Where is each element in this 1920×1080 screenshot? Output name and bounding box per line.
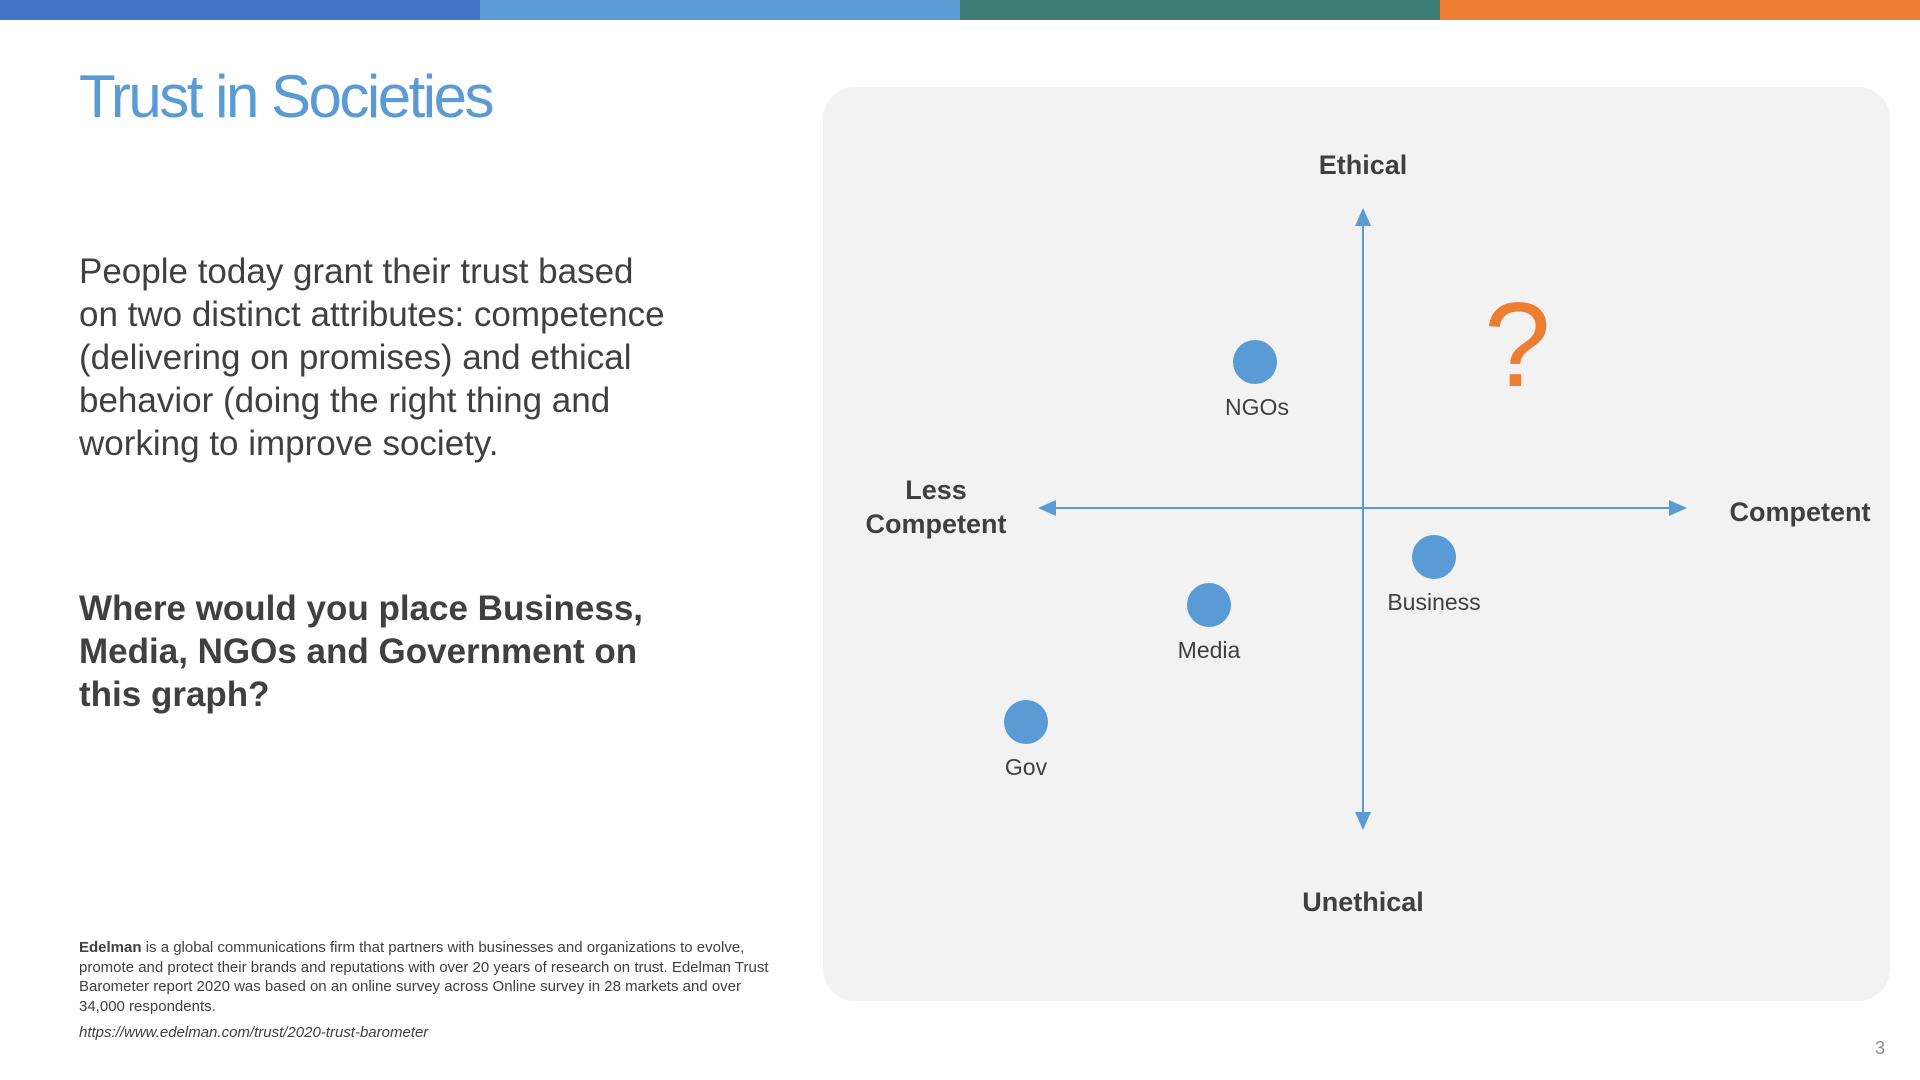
dot-gov [1004, 700, 1048, 744]
dot-label-business: Business [1387, 589, 1481, 615]
dot-label-ngos: NGOs [1225, 394, 1289, 420]
axis-label-less-competent: Less Competent [865, 475, 1007, 539]
footnote-bold: Edelman [79, 939, 142, 956]
top-color-bar [0, 0, 1920, 20]
axis-label-unethical: Unethical [1302, 887, 1424, 917]
dot-label-media: Media [1177, 637, 1241, 663]
question-mark: ? [1484, 278, 1551, 412]
dot-label-gov: Gov [1004, 754, 1048, 780]
source-link[interactable]: https://www.edelman.com/trust/2020-trust… [79, 1024, 429, 1041]
footnote-text: is a global communications firm that par… [79, 939, 769, 1015]
dot-media [1187, 583, 1231, 627]
bar-segment-2 [480, 0, 960, 20]
bar-segment-4 [1440, 0, 1920, 20]
dot-business [1412, 535, 1456, 579]
axis-label-competent: Competent [1729, 497, 1871, 527]
dot-ngos [1233, 340, 1277, 384]
bar-segment-1 [0, 0, 480, 20]
page-number: 3 [1875, 1038, 1886, 1058]
slide-title: Trust in Societies [79, 63, 494, 130]
bar-segment-3 [960, 0, 1440, 20]
axis-label-ethical: Ethical [1318, 150, 1408, 180]
question-text: Where would you place Business, Media, N… [79, 589, 644, 714]
footnote: Edelman is a global communications firm … [79, 938, 779, 1016]
intro-text: People today grant their trust based on … [79, 252, 665, 463]
